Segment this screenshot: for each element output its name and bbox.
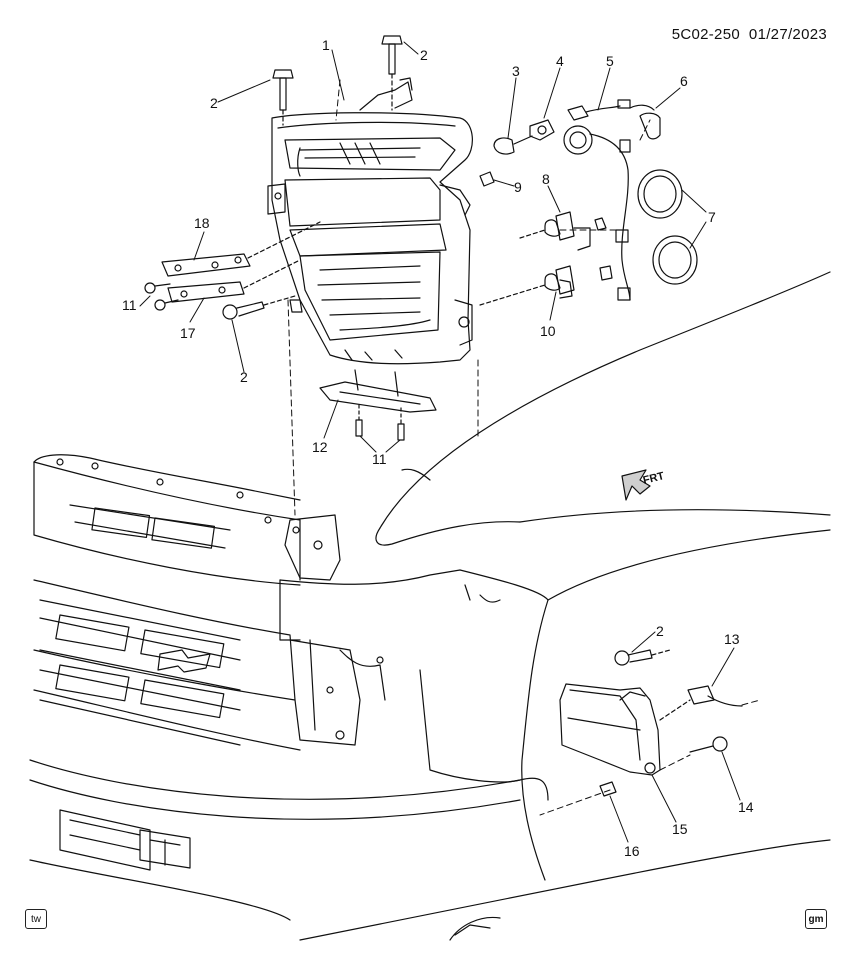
callout-2-fog: 2 bbox=[656, 623, 664, 639]
callout-15: 15 bbox=[672, 821, 688, 837]
callout-18: 18 bbox=[194, 215, 210, 231]
clip-9 bbox=[479, 171, 495, 187]
callout-labels: 1 2 2 2 2 3 4 5 6 7 8 9 10 11 11 12 13 1… bbox=[122, 37, 754, 859]
grille-bars bbox=[39, 504, 241, 746]
callout-14: 14 bbox=[738, 799, 754, 815]
bulb-8 bbox=[519, 211, 575, 241]
clip-16 bbox=[599, 781, 617, 797]
diagram-date: 01/27/2023 bbox=[748, 26, 827, 43]
vehicle-front-body bbox=[29, 271, 831, 941]
bulb-3 bbox=[493, 135, 533, 155]
chevrolet-emblem bbox=[157, 649, 211, 673]
headlamp-assembly bbox=[267, 77, 473, 365]
bolt-11-upper bbox=[144, 282, 171, 294]
front-bumper bbox=[29, 759, 549, 801]
callout-8: 8 bbox=[542, 171, 550, 187]
bolt-2-side bbox=[222, 295, 296, 320]
bulb-10 bbox=[479, 265, 575, 306]
callout-2-left: 2 bbox=[210, 95, 218, 111]
callout-5: 5 bbox=[606, 53, 614, 69]
hood-panel bbox=[379, 271, 831, 529]
callout-2-top: 2 bbox=[420, 47, 428, 63]
callout-2-side: 2 bbox=[240, 369, 248, 385]
seal-7-upper bbox=[637, 169, 683, 219]
callout-11-bottom: 11 bbox=[372, 451, 387, 467]
bracket-12 bbox=[319, 369, 437, 413]
tw-badge-icon: tw bbox=[25, 909, 47, 929]
diagram-code: 5C02-250 bbox=[671, 26, 740, 43]
headlamp-opening bbox=[279, 569, 461, 585]
bracket-18 bbox=[161, 253, 251, 277]
fog-lamp-15 bbox=[559, 683, 661, 776]
connector-13 bbox=[659, 685, 743, 721]
upper-tie-bar bbox=[33, 454, 301, 501]
gm-logo-text: gm bbox=[808, 913, 824, 925]
callout-16: 16 bbox=[624, 843, 640, 859]
callout-11-left: 11 bbox=[122, 297, 137, 313]
callout-17: 17 bbox=[180, 325, 196, 341]
connector-6 bbox=[629, 104, 661, 140]
grille-frame bbox=[33, 461, 301, 581]
bolt-11-lower bbox=[154, 299, 179, 311]
callout-4: 4 bbox=[556, 53, 564, 69]
socket-4 bbox=[529, 119, 555, 141]
callout-1: 1 bbox=[322, 37, 330, 53]
leader-lines bbox=[139, 41, 741, 843]
wiring-harness-5 bbox=[559, 99, 631, 301]
seal-7-lower bbox=[652, 235, 698, 285]
callout-7: 7 bbox=[708, 209, 716, 225]
screws-11-bottom bbox=[355, 404, 405, 441]
bracket-17 bbox=[167, 281, 245, 303]
callout-13: 13 bbox=[724, 631, 740, 647]
callout-10: 10 bbox=[540, 323, 556, 339]
bolt-2-top-left bbox=[272, 69, 294, 126]
callout-6: 6 bbox=[680, 73, 688, 89]
alignment-lines bbox=[287, 79, 761, 816]
fender-panel bbox=[519, 509, 831, 523]
support-bracket bbox=[284, 514, 341, 581]
bolt-2-fog bbox=[614, 649, 671, 666]
callout-12: 12 bbox=[312, 439, 328, 455]
tw-badge-text: tw bbox=[31, 913, 41, 925]
callout-3: 3 bbox=[512, 63, 520, 79]
front-direction-arrow-icon bbox=[621, 469, 651, 501]
diagram-reference-code: 5C02-250 01/27/2023 bbox=[672, 26, 827, 43]
screw-14 bbox=[689, 736, 728, 753]
gm-logo-icon: gm bbox=[805, 909, 827, 929]
front-direction-label: FRT bbox=[642, 470, 666, 487]
bolt-2-top-right bbox=[381, 35, 403, 111]
callout-9: 9 bbox=[514, 179, 522, 195]
